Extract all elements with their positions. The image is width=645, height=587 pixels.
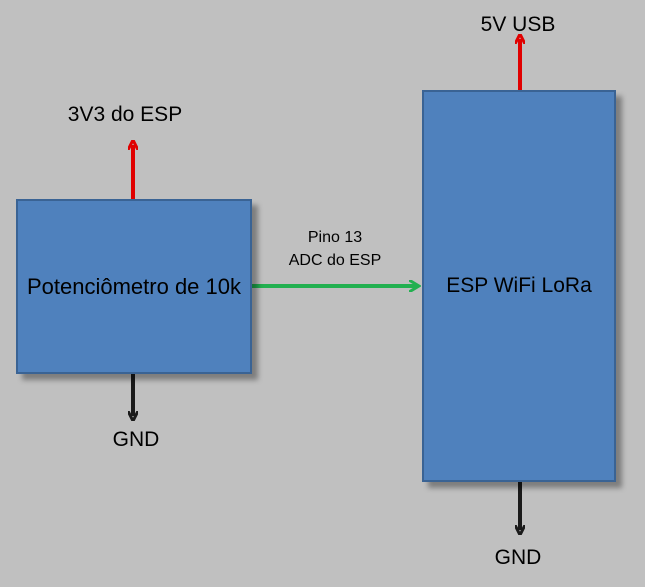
signal-pin-label: Pino 13 [307, 229, 363, 246]
esp-power-label: 5V USB [480, 13, 556, 36]
potentiometer-ground-label: GND [112, 428, 160, 451]
esp-block: ESP WiFi LoRa [422, 90, 616, 482]
esp-label: ESP WiFi LoRa [446, 273, 592, 297]
potentiometer-power-label: 3V3 do ESP [67, 103, 183, 126]
signal-label: Pino 13 ADC do ESP [255, 226, 415, 272]
potentiometer-block: Potenciômetro de 10k [16, 199, 252, 374]
potentiometer-label: Potenciômetro de 10k [26, 273, 242, 299]
signal-adc-label: ADC do ESP [288, 252, 382, 269]
esp-ground-label: GND [494, 546, 542, 569]
